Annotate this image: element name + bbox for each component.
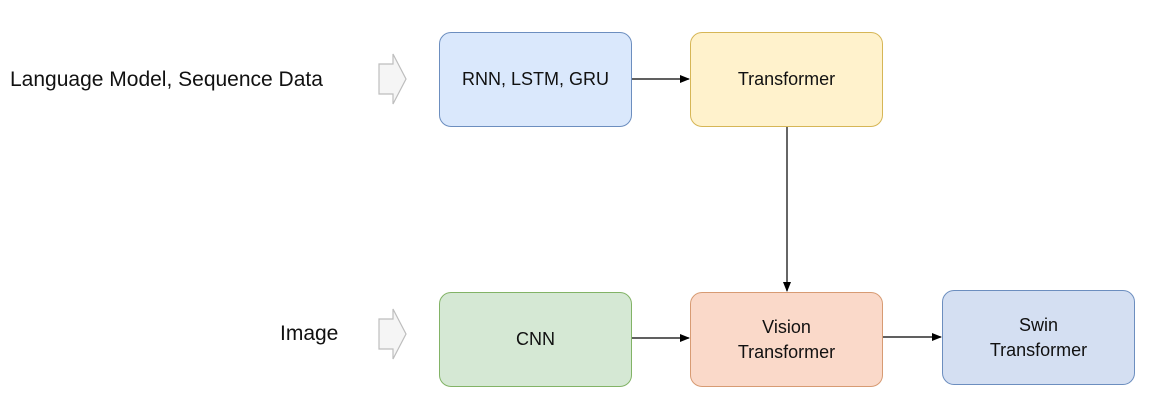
node-transformer: Transformer (690, 32, 883, 127)
node-rnn-lstm-gru: RNN, LSTM, GRU (439, 32, 632, 127)
input-label-image: Image (280, 322, 339, 345)
input-label-language: Language Model, Sequence Data (10, 68, 323, 91)
input-arrow-image (378, 308, 407, 360)
node-swin-transformer: Swin Transformer (942, 290, 1135, 385)
node-cnn: CNN (439, 292, 632, 387)
input-arrow-language (378, 53, 407, 105)
node-vision-transformer: Vision Transformer (690, 292, 883, 387)
